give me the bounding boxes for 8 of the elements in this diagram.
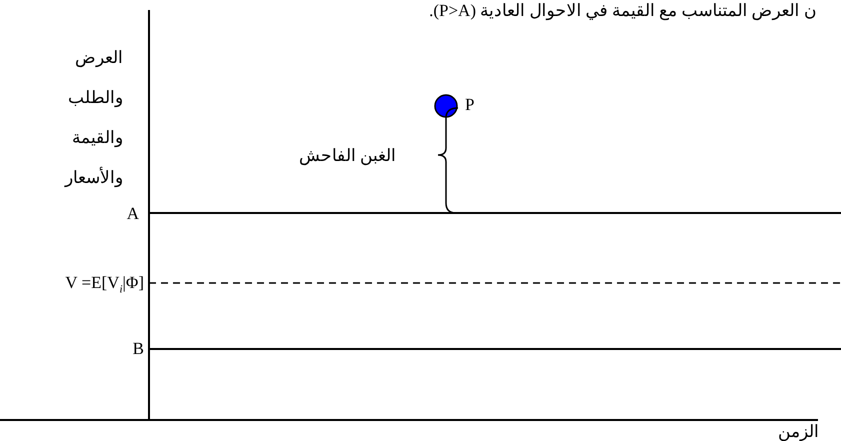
axis-label: الزمن xyxy=(778,423,819,440)
brace-label: الغبن الفاحش xyxy=(298,147,396,164)
axis-label: العرض والطلب والقيمة والأسعار xyxy=(63,47,123,190)
note-text: ن العرض المتناسب مع القيمة في الاحوال العادية (P>A). xyxy=(429,2,816,19)
line-label: V =E[V$_{i}$|Φ] xyxy=(65,274,144,296)
line-label: A xyxy=(126,205,139,222)
line-label: B xyxy=(132,340,144,357)
point-label: P xyxy=(465,96,474,113)
